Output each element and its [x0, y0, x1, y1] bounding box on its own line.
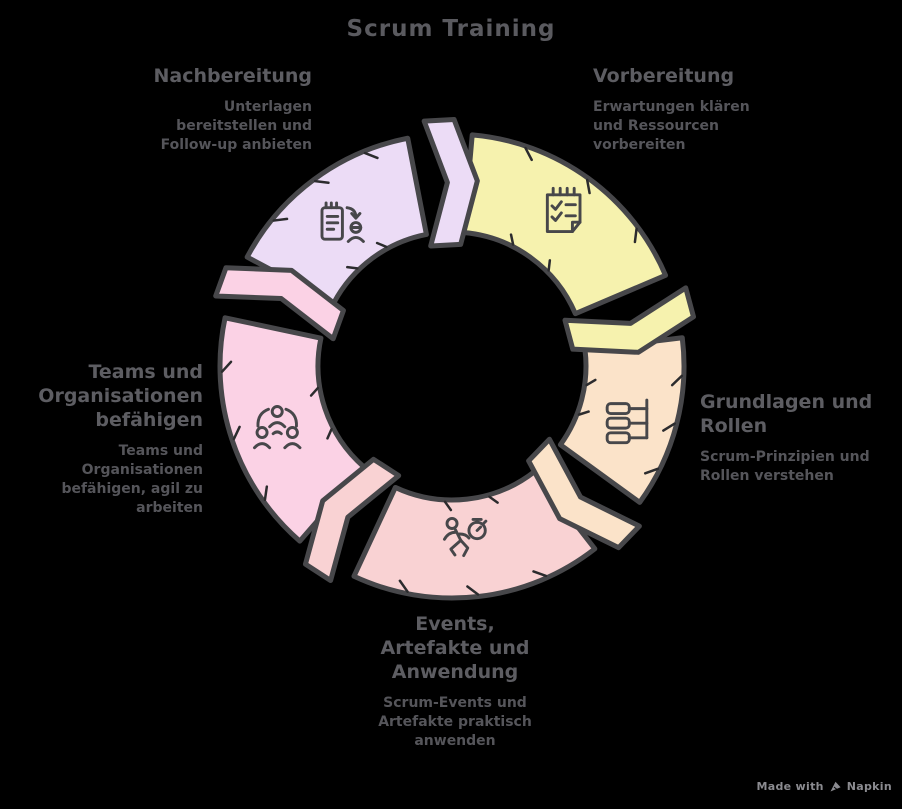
page-title: Scrum Training [346, 16, 556, 42]
segment-heading-events: Events, Artefakte und Anwendung [380, 613, 530, 683]
brand-label: Napkin [846, 780, 892, 793]
handover-icon [320, 201, 365, 243]
label-block-teams: Teams und Organisationen befähigen Teams… [13, 360, 203, 518]
label-block-events: Events, Artefakte und Anwendung Scrum-Ev… [340, 612, 570, 751]
sketch-tick [577, 410, 590, 416]
sketch-tick [488, 495, 499, 504]
sketch-tick [670, 374, 684, 387]
segment-heading-vorbereitung: Vorbereitung [593, 65, 735, 87]
segment-description-teams: Teams und Organisationen befähigen, agil… [61, 443, 203, 516]
sketch-tick [326, 427, 333, 440]
sketch-tick [585, 378, 597, 387]
label-block-vorbereitung: Vorbereitung Erwartungen klären und Ress… [593, 64, 823, 155]
sketch-tick [547, 259, 552, 272]
segment-description-events: Scrum-Events und Artefakte praktisch anw… [378, 695, 532, 749]
sketch-tick [509, 233, 515, 246]
sketch-tick [220, 360, 233, 373]
label-block-grundlagen: Grundlagen und Rollen Scrum-Prinzipien u… [700, 390, 890, 486]
made-with-label: Made with [756, 780, 824, 793]
sketch-tick [443, 500, 453, 512]
pen-icon [830, 781, 841, 792]
sketch-tick [346, 265, 359, 270]
segment-description-grundlagen: Scrum-Prinzipien und Rollen verstehen [700, 449, 870, 484]
sketch-tick [633, 227, 638, 244]
label-block-nachbereitung: Nachbereitung Unterlagen bereitstellen u… [82, 64, 312, 155]
sketch-tick [662, 422, 676, 432]
sketch-tick [375, 241, 388, 249]
sketch-tick [643, 467, 660, 475]
sketch-tick [363, 151, 379, 160]
connector-nachbereitung-to-vorbereitung [421, 117, 480, 249]
segment-events [351, 469, 598, 601]
connector-grundlagen-to-events [526, 436, 642, 551]
hierarchy-icon [605, 398, 649, 445]
segment-heading-teams: Teams und Organisationen befähigen [38, 361, 203, 431]
sketch-tick [524, 146, 533, 162]
sketch-tick [466, 585, 480, 596]
connector-vorbereitung-to-grundlagen [562, 285, 696, 355]
connector-events-to-teams [302, 456, 402, 583]
sketch-tick [309, 386, 320, 397]
sketch-tick [313, 179, 330, 185]
segment-description-nachbereitung: Unterlagen bereitstellen und Follow-up a… [160, 99, 312, 153]
segment-teams [217, 315, 367, 544]
sketch-tick [232, 425, 241, 441]
sprint-runner-icon [442, 517, 488, 558]
sketch-tick [263, 485, 269, 502]
checklist-note-icon [545, 186, 582, 233]
sketch-tick [398, 579, 409, 593]
sketch-tick [272, 217, 289, 222]
connector-teams-to-nachbereitung [213, 265, 346, 342]
segment-description-vorbereitung: Erwartungen klären und Ressourcen vorber… [593, 99, 750, 153]
segment-heading-nachbereitung: Nachbereitung [153, 65, 312, 87]
team-icon [253, 405, 302, 450]
segment-grundlagen [557, 335, 687, 505]
sketch-tick [532, 570, 548, 578]
segment-heading-grundlagen: Grundlagen und Rollen [700, 391, 873, 437]
segment-nachbereitung [244, 135, 429, 306]
made-with-napkin-badge: Made with Napkin [757, 780, 893, 793]
segment-vorbereitung [461, 132, 669, 317]
sketch-tick [585, 178, 591, 195]
